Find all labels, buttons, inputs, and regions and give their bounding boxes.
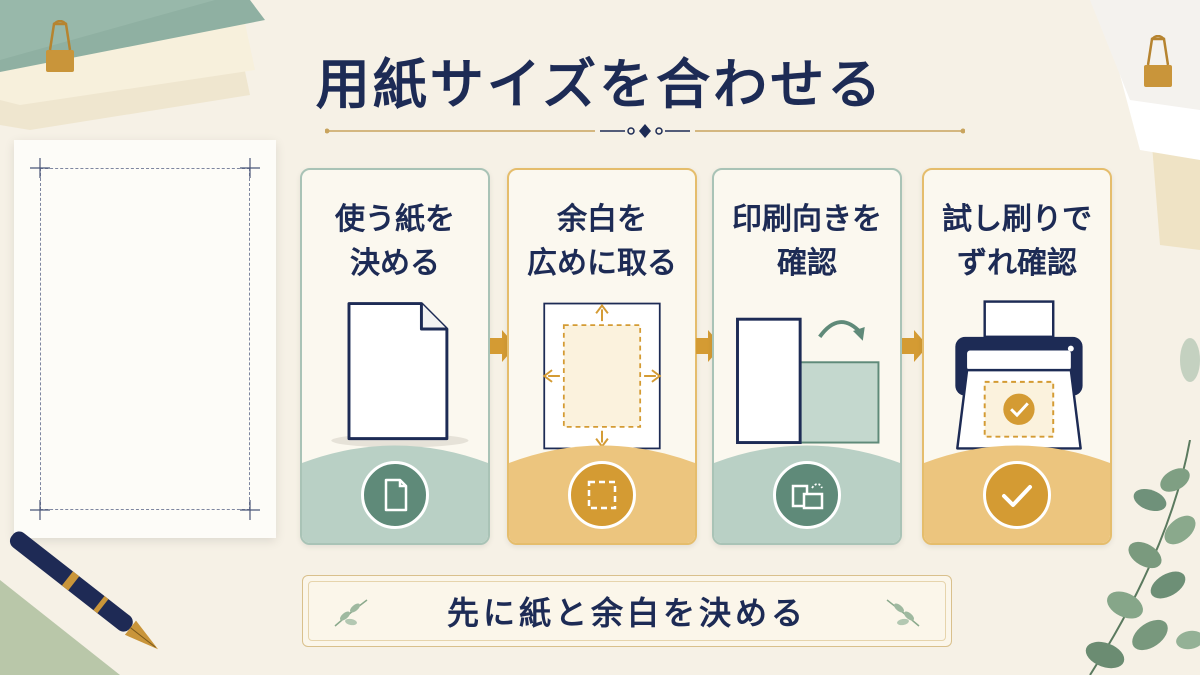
page-title: 用紙サイズを合わせる — [315, 52, 885, 116]
check-icon — [983, 461, 1051, 529]
binder-clip-icon — [46, 20, 74, 72]
leaf-sprig-icon — [334, 599, 368, 627]
printer-illustration — [955, 300, 1083, 450]
leaf-sprig-icon — [886, 599, 920, 627]
paper-corner-bottom-left — [0, 580, 120, 675]
step-card-wide-margins: 余白を 広めに取る — [507, 168, 697, 545]
summary-banner-text: 先に紙と余白を決める — [446, 594, 807, 632]
step-arrow-icon — [696, 330, 722, 362]
margin-dashed-border — [40, 168, 250, 510]
corner-mark-icon — [30, 500, 50, 520]
title-divider-ornament — [325, 124, 965, 138]
margin-illustration — [542, 302, 662, 450]
step-arrow-icon — [490, 330, 516, 362]
binder-clip-icon — [1144, 35, 1172, 87]
fountain-pen-icon — [9, 531, 159, 650]
leaf-icon — [1180, 338, 1200, 382]
step-card-title: 試し刷りで ずれ確認 — [942, 202, 1092, 281]
margin-frame-icon — [568, 461, 636, 529]
step-card-choose-paper: 使う紙を 決める — [300, 168, 490, 545]
corner-mark-icon — [240, 158, 260, 178]
step-arrow-icon — [902, 330, 928, 362]
step-card-title: 余白を 広めに取る — [527, 202, 677, 281]
step-card-orientation: 印刷向きを 確認 — [712, 168, 902, 545]
orientation-icon — [773, 461, 841, 529]
step-card-title: 印刷向きを 確認 — [732, 202, 882, 281]
document-icon — [361, 461, 429, 529]
step-card-title: 使う紙を 決める — [335, 202, 455, 281]
eucalyptus-leaves-icon — [1085, 440, 1200, 675]
corner-mark-icon — [30, 158, 50, 178]
paper-sheet-illustration — [331, 302, 469, 448]
margin-preview-sheet — [14, 140, 276, 538]
step-card-test-print: 試し刷りで ずれ確認 — [922, 168, 1112, 545]
orientation-illustration — [736, 317, 880, 445]
corner-mark-icon — [240, 500, 260, 520]
summary-banner: 先に紙と余白を決める — [302, 575, 952, 647]
